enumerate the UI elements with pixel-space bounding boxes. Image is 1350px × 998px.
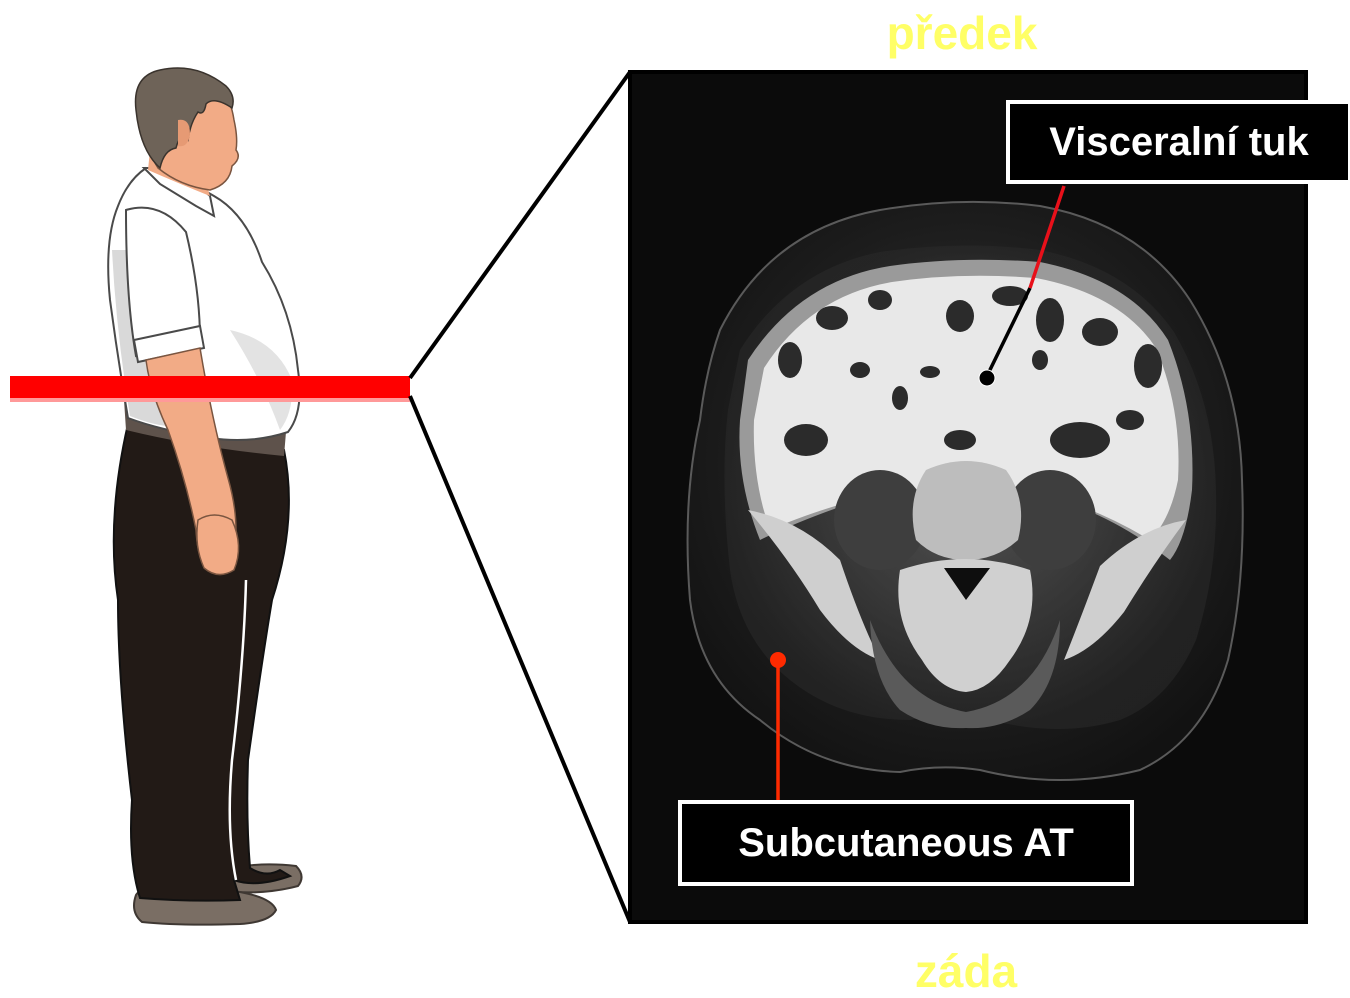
subcutaneous-fat-label-text: Subcutaneous AT <box>738 821 1074 866</box>
cut-level-line-shadow <box>10 398 410 402</box>
visceral-fat-label-text: Visceralní tuk <box>1049 120 1308 165</box>
subcutaneous-fat-label: Subcutaneous AT <box>678 800 1134 886</box>
zoom-line-bottom <box>410 396 630 922</box>
cut-level-line <box>10 376 410 400</box>
ct-scan-panel <box>630 72 1306 922</box>
standing-man-figure <box>108 68 301 925</box>
visceral-pointer-dot <box>979 370 995 386</box>
left-psoas <box>834 470 926 570</box>
visceral-fat-label: Visceralní tuk <box>1006 100 1350 184</box>
hand <box>197 515 239 575</box>
back-orientation-label: záda <box>866 944 1066 998</box>
vertebral-body <box>913 461 1021 560</box>
subcutaneous-pointer-dot <box>770 652 786 668</box>
front-orientation-label: předek <box>862 6 1062 60</box>
zoom-line-top <box>410 72 630 378</box>
